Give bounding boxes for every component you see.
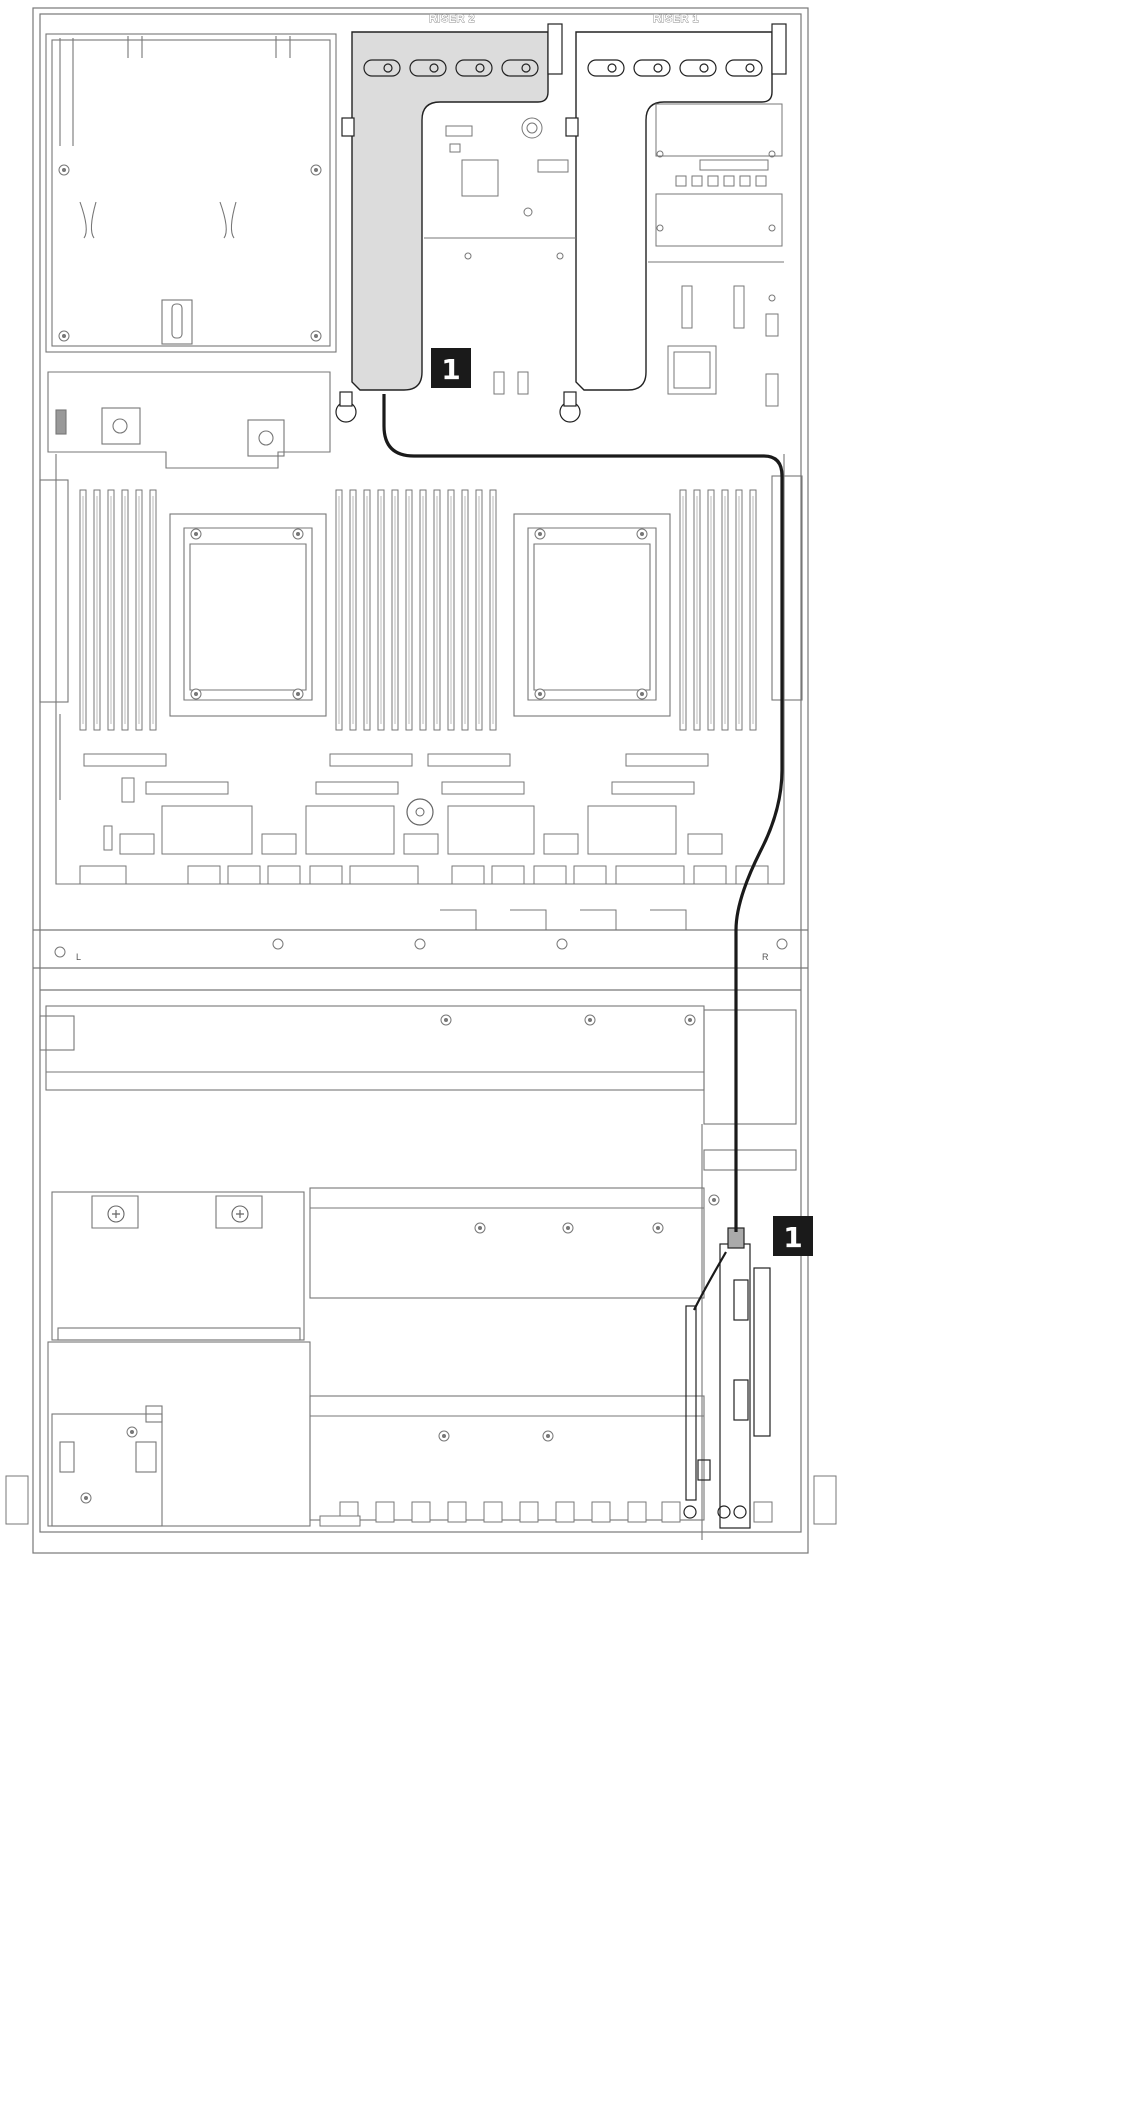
board-standoff-icon — [406, 798, 434, 826]
dimm-slots-left — [79, 489, 157, 731]
front-io-module — [683, 1227, 771, 1529]
riser1-label: RISER 1 — [653, 13, 699, 25]
callout-top: 1 — [431, 348, 471, 388]
system-board — [39, 454, 803, 885]
rear-io-area — [648, 103, 784, 407]
processor-socket-2 — [513, 513, 671, 717]
air-baffle-bracket — [47, 371, 331, 469]
server-top-view-diagram: RISER 2 RISER 1 L R 1 1 — [5, 7, 837, 1554]
callout-bottom-number: 1 — [783, 1221, 802, 1254]
processor-socket-1 — [169, 513, 327, 717]
side-left-label: L — [76, 952, 81, 962]
cable-route-end — [693, 1251, 727, 1311]
callout-top-number: 1 — [441, 353, 460, 386]
riser2-assembly — [335, 23, 563, 423]
system-board-connectors — [79, 753, 769, 885]
front-drive-bays — [39, 1005, 797, 1540]
backplane-connectors — [319, 1501, 773, 1527]
riser1-assembly — [559, 23, 787, 423]
top-left-drive-cage — [45, 33, 337, 353]
dimm-slots-center — [335, 489, 497, 731]
callout-bottom: 1 — [773, 1216, 813, 1256]
side-right-label: R — [762, 952, 769, 962]
rack-handles — [5, 1475, 837, 1525]
cable-route — [382, 394, 784, 1232]
front-crossbar — [54, 938, 788, 958]
fan-sockets — [161, 805, 687, 930]
dimm-slots-right — [679, 489, 757, 731]
chassis — [32, 7, 809, 1554]
riser2-label: RISER 2 — [429, 13, 475, 25]
system-board-io-area — [424, 117, 576, 395]
